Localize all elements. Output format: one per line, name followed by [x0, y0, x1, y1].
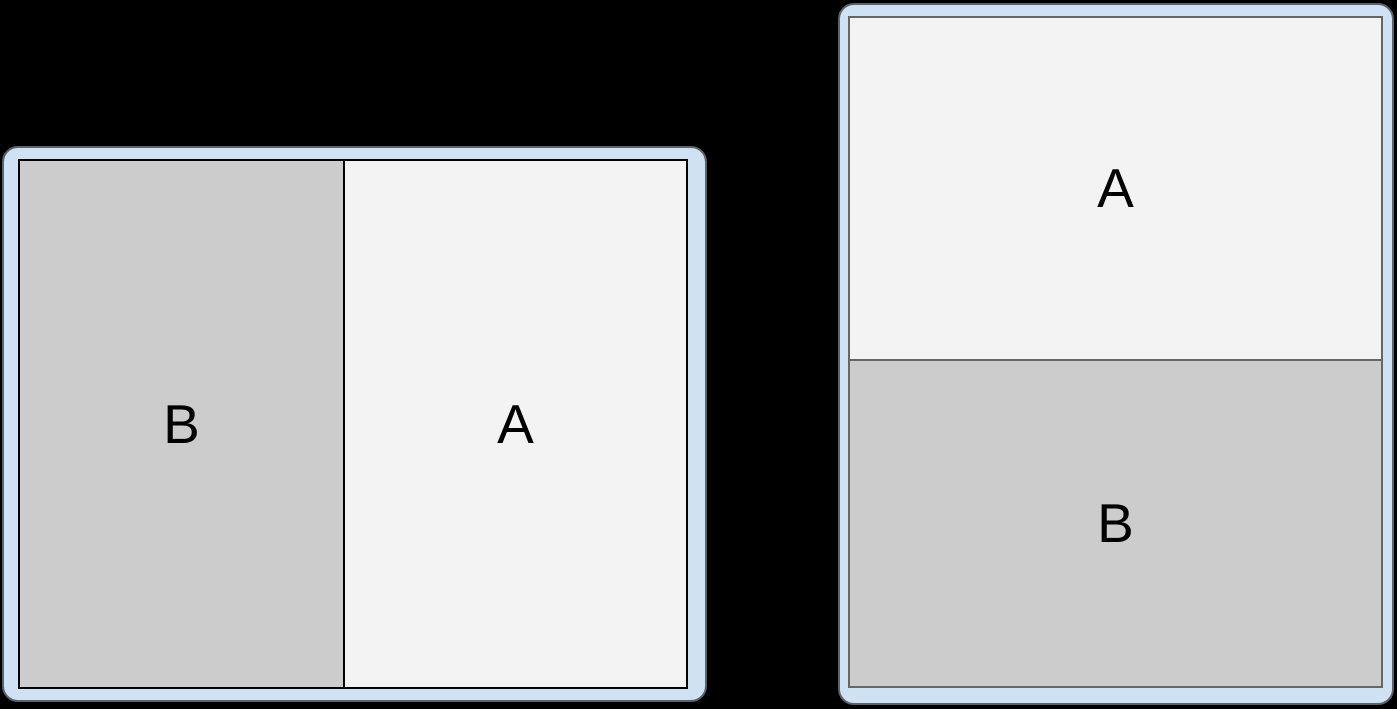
- landscape-pane-b-label: B: [163, 392, 200, 455]
- landscape-pane-a-label: A: [497, 392, 534, 455]
- portrait-device-frame: A B: [838, 3, 1394, 705]
- portrait-pane-b-label: B: [1097, 492, 1134, 554]
- landscape-device-frame: B A: [2, 146, 707, 702]
- portrait-pane-a: A: [850, 18, 1381, 361]
- landscape-pane-b: B: [20, 161, 345, 687]
- portrait-screen: A B: [848, 16, 1383, 688]
- landscape-pane-a: A: [345, 161, 686, 687]
- portrait-pane-a-label: A: [1097, 157, 1134, 219]
- portrait-pane-b: B: [850, 361, 1381, 686]
- landscape-screen: B A: [18, 159, 688, 689]
